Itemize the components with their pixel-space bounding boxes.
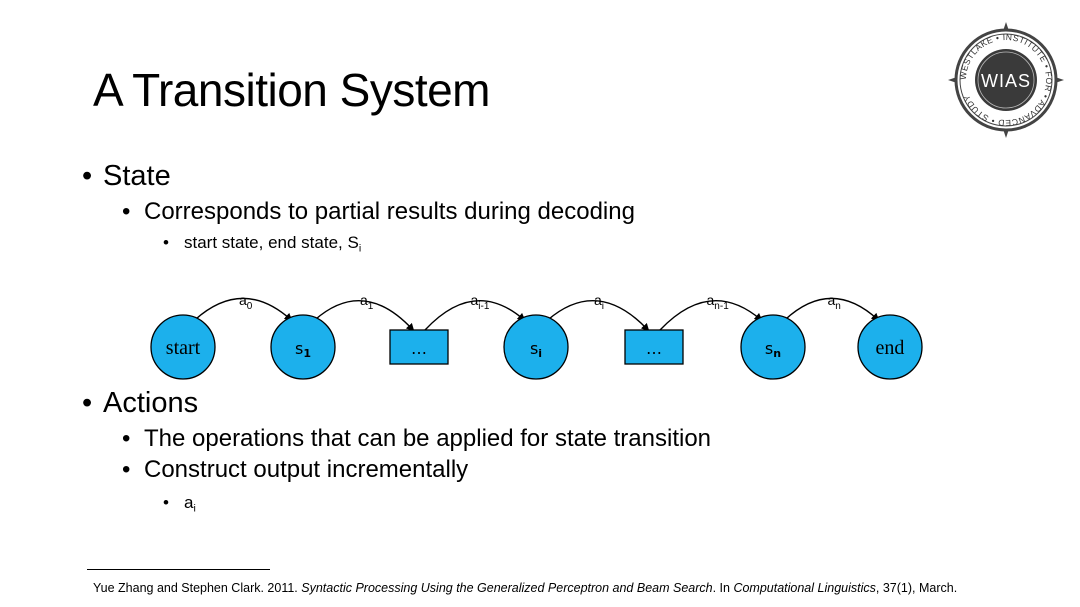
state-node (740, 314, 806, 380)
action-label: a1 (360, 292, 374, 312)
bullet-actions-label: Actions (103, 387, 199, 419)
transition-arrow (194, 297, 293, 322)
node-label: … (411, 339, 427, 358)
node-label: start (166, 337, 201, 359)
state-node (503, 314, 569, 380)
ellipsis-node (624, 329, 684, 365)
action-label: an-1 (707, 292, 730, 312)
bullet-dot: • (122, 198, 131, 225)
bullet-actions-sub1: • The operations that can be applied for… (122, 425, 712, 452)
state-node (270, 314, 336, 380)
state-node (150, 314, 216, 380)
action-label: a0 (239, 292, 253, 312)
bullet-actions-sub2: • Construct output incrementally (122, 456, 469, 483)
transition-arrow (547, 300, 650, 332)
bullet-state-sub2: • start state, end state, Si (163, 233, 362, 255)
bullet-dot: • (163, 233, 169, 252)
action-label: an (828, 292, 841, 312)
bullet-state: • State (82, 160, 171, 193)
bullet-dot: • (82, 387, 93, 419)
bullet-actions-sub3: • ai (163, 493, 196, 515)
transition-arrow (784, 297, 880, 322)
node-label: … (646, 339, 662, 358)
action-label: ai-1 (471, 292, 490, 312)
bullet-dot: • (163, 493, 169, 512)
bullet-state-label: State (103, 160, 171, 192)
slide-title: A Transition System (93, 64, 491, 116)
citation: Yue Zhang and Stephen Clark. 2011. Synta… (93, 581, 958, 595)
bullet-state-sub1: • Corresponds to partial results during … (122, 198, 635, 225)
logo-center-text: WIAS (981, 71, 1031, 91)
transition-arrow (424, 300, 526, 331)
transition-arrow (314, 300, 415, 332)
bullet-dot: • (82, 160, 93, 192)
bullet-actions: • Actions (82, 387, 198, 420)
ellipsis-node (389, 329, 449, 365)
transition-arrow (659, 300, 763, 331)
node-label: end (876, 337, 905, 359)
bullet-dot: • (122, 425, 131, 452)
footnote-divider (87, 569, 270, 570)
wias-logo: WESTLAKE • INSTITUTE • FOR • ADVANCED • … (948, 22, 1064, 138)
state-node (857, 314, 923, 380)
bullet-dot: • (122, 456, 131, 483)
action-label: ai (594, 292, 604, 312)
